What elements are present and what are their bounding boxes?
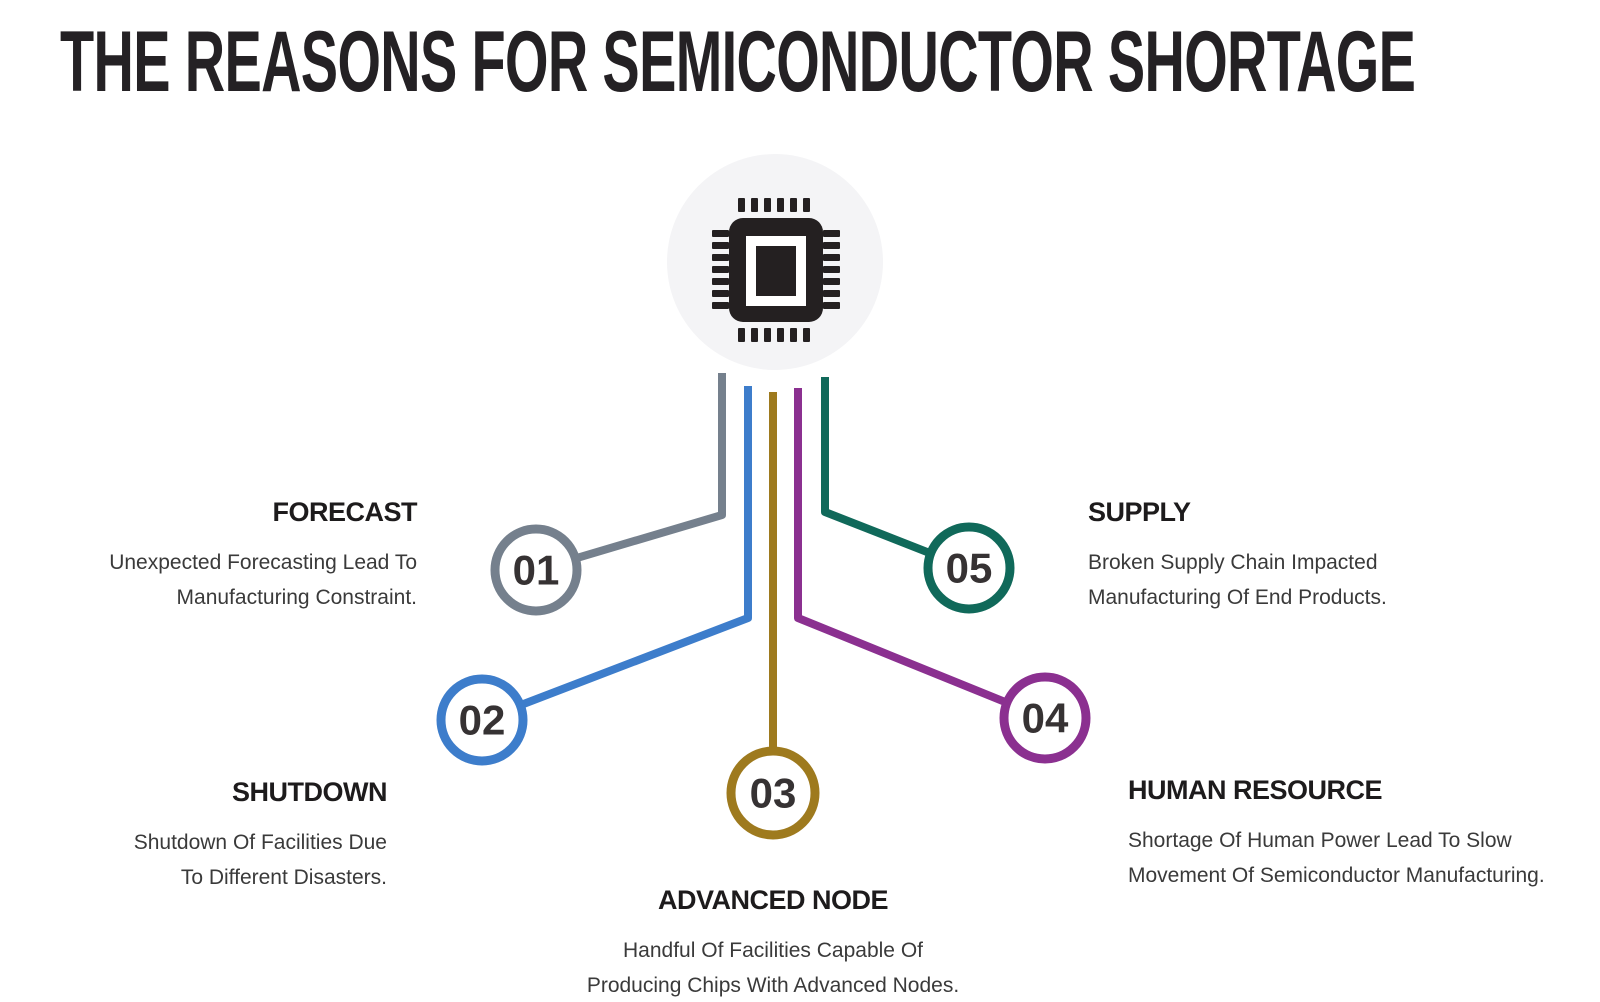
- connector-forecast: [558, 373, 726, 567]
- branch-description-line: Manufacturing Constraint.: [176, 586, 417, 609]
- node-number: 01: [513, 547, 560, 594]
- chip-pins: [712, 198, 840, 342]
- page-title: THE REASONS FOR SEMICONDUCTOR SHORTAGE: [60, 14, 1416, 110]
- node-circle: [436, 674, 528, 766]
- connector-human-resource: [794, 388, 1027, 714]
- chip-core: [746, 236, 806, 306]
- branch-label: FORECAST: [272, 497, 418, 527]
- node-number: 04: [1022, 695, 1069, 742]
- node-circle: [999, 672, 1091, 764]
- branch-forecast-text: FORECAST Unexpected Forecasting Lead To …: [100, 494, 417, 615]
- node-circle: [923, 522, 1015, 614]
- branch-supply-text: SUPPLY Broken Supply Chain Impacted Manu…: [1088, 494, 1468, 615]
- branch-human-resource-text: HUMAN RESOURCE Shortage Of Human Power L…: [1128, 772, 1568, 893]
- node-shutdown: 02: [436, 674, 528, 766]
- node-forecast: 01: [490, 524, 582, 616]
- branch-description-line: To Different Disasters.: [180, 866, 387, 889]
- branch-shutdown-text: SHUTDOWN Shutdown Of Facilities Due To D…: [100, 774, 388, 895]
- node-human-resource: 04: [999, 672, 1091, 764]
- branch-label: SHUTDOWN: [232, 777, 387, 807]
- branch-description-line: Broken Supply Chain Impacted: [1088, 551, 1378, 574]
- branch-description-line: Manufacturing Of End Products.: [1088, 586, 1387, 609]
- node-circle: [490, 524, 582, 616]
- branch-description-line: Producing Chips With Advanced Nodes.: [586, 974, 960, 997]
- branch-description-line: Shortage Of Human Power Lead To Slow: [1128, 829, 1512, 852]
- branch-advanced-node-text: ADVANCED NODE Handful Of Facilities Capa…: [563, 882, 983, 1002]
- branch-description-line: Handful Of Facilities Capable Of: [623, 939, 923, 962]
- node-advanced-node: 03: [726, 746, 820, 840]
- node-number: 05: [946, 545, 993, 592]
- branch-label: SUPPLY: [1088, 497, 1191, 527]
- branch-label: ADVANCED NODE: [657, 885, 889, 915]
- connector-shutdown: [498, 386, 752, 717]
- node-circle: [726, 746, 820, 840]
- branch-description-line: Movement Of Semiconductor Manufacturing.: [1128, 864, 1545, 887]
- microchip-icon: [667, 154, 883, 370]
- node-supply: 05: [923, 522, 1015, 614]
- branch-label: HUMAN RESOURCE: [1128, 775, 1383, 805]
- node-number: 02: [459, 697, 506, 744]
- connector-supply: [821, 377, 952, 565]
- node-number: 03: [750, 770, 797, 817]
- branch-description-line: Shutdown Of Facilities Due: [133, 831, 387, 854]
- chip-body: [729, 218, 823, 322]
- branch-description-line: Unexpected Forecasting Lead To: [109, 551, 417, 574]
